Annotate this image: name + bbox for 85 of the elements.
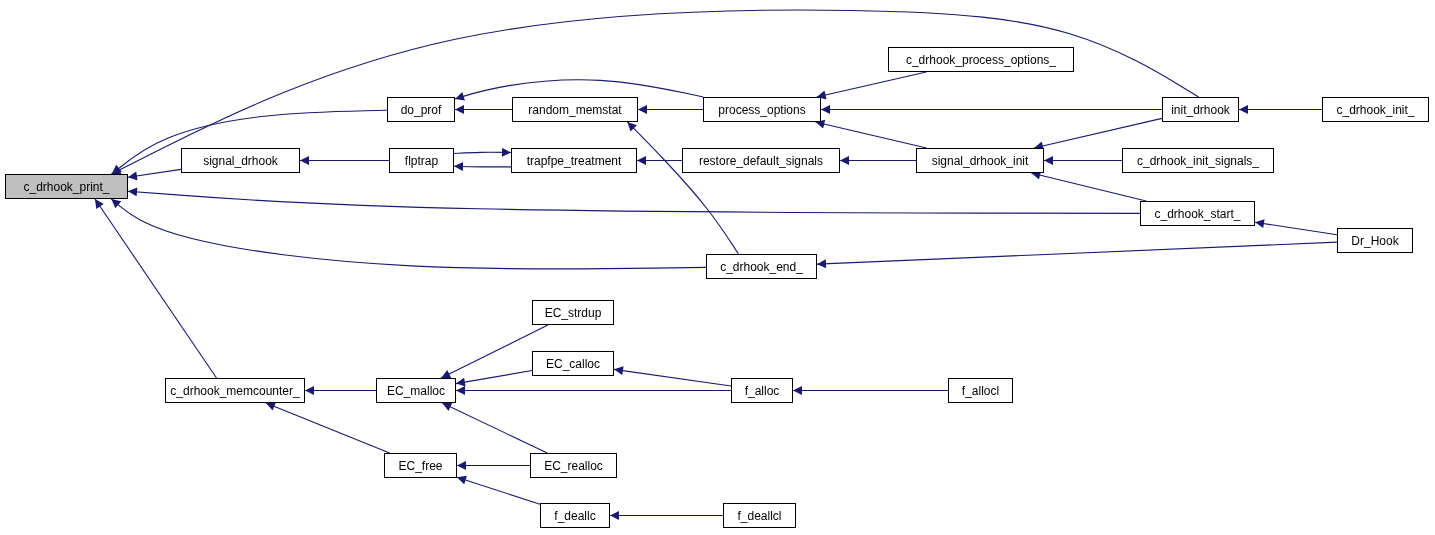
function-box <box>888 47 1074 72</box>
arrow <box>299 156 390 165</box>
function-box <box>532 351 614 376</box>
function-box <box>1122 148 1274 173</box>
function-name: c_drhook_init_ <box>1336 102 1415 117</box>
function-name: EC_realloc <box>544 458 603 473</box>
function-box <box>723 503 796 528</box>
function-name: EC_malloc <box>387 383 445 398</box>
arrow <box>127 168 182 181</box>
function-name: EC_strdup <box>544 305 602 320</box>
function-box <box>1140 201 1255 226</box>
function-name: c_drhook_print_ <box>23 179 110 194</box>
arrow <box>111 109 388 175</box>
function-name: Dr_Hook <box>1351 233 1399 248</box>
arrow <box>455 370 533 387</box>
function-name: EC_calloc <box>546 356 600 371</box>
function-name: trapfpe_treatment <box>526 153 622 168</box>
arrow <box>636 156 683 165</box>
function-box <box>5 174 128 199</box>
function-name: c_drhook_start_ <box>1154 206 1241 221</box>
arrow <box>110 9 1200 175</box>
arrow <box>814 119 928 149</box>
arrow <box>304 386 377 395</box>
arrow <box>626 121 739 255</box>
arrow <box>820 105 1163 114</box>
function-name: random_memstat <box>528 102 622 117</box>
arrow <box>440 324 549 379</box>
function-box <box>165 378 305 403</box>
function-name: signal_drhook_init <box>931 153 1029 168</box>
function-box <box>682 148 840 173</box>
function-box <box>916 148 1044 173</box>
function-box <box>731 378 793 403</box>
arrow <box>265 402 391 454</box>
function-name: f_deallc <box>554 508 596 523</box>
function-name: restore_default_signals <box>698 153 824 168</box>
function-name: init_drhook <box>1171 102 1230 117</box>
arrow <box>839 156 917 165</box>
arrow <box>816 241 1338 269</box>
function-box <box>384 453 457 478</box>
arrow <box>637 105 704 114</box>
function-box <box>706 254 817 279</box>
function-box <box>948 378 1013 403</box>
function-box <box>512 97 638 122</box>
function-name: c_drhook_init_signals_ <box>1136 153 1260 168</box>
arrow <box>454 79 704 101</box>
function-box <box>703 97 821 122</box>
arrow <box>609 511 724 520</box>
arrow <box>792 386 949 395</box>
arrow <box>441 402 548 454</box>
function-box <box>1337 228 1413 253</box>
function-name: f_deallcl <box>737 508 782 523</box>
function-box <box>387 97 455 122</box>
function-name: EC_free <box>398 458 443 473</box>
arrow <box>456 475 541 505</box>
function-box <box>532 300 614 325</box>
function-box <box>181 148 300 173</box>
arrow <box>1238 105 1323 114</box>
arrow <box>127 187 1141 214</box>
function-name: f_allocl <box>961 383 1000 398</box>
function-name: c_drhook_end_ <box>720 259 803 274</box>
arrow <box>94 198 218 379</box>
function-box <box>511 148 637 173</box>
function-name: do_prof <box>400 102 442 117</box>
function-name: process_options <box>718 102 806 117</box>
arrow <box>453 162 512 172</box>
arrow <box>453 147 512 157</box>
function-box <box>540 503 610 528</box>
function-name: c_drhook_memcounter_ <box>170 383 300 398</box>
function-box <box>389 148 454 173</box>
function-box <box>376 378 456 403</box>
function-name: flptrap <box>404 153 439 168</box>
function-name: signal_drhook <box>203 153 278 168</box>
arrow <box>456 461 531 470</box>
function-name: f_alloc <box>744 383 780 398</box>
arrow <box>1043 156 1123 165</box>
function-box <box>1162 97 1239 122</box>
arrow <box>1254 219 1338 236</box>
arrow <box>816 71 927 100</box>
arrow <box>613 366 732 387</box>
function-box <box>1322 97 1429 122</box>
arrow <box>110 198 707 270</box>
function-name: c_drhook_process_options_ <box>905 52 1057 67</box>
function-box <box>530 453 617 478</box>
arrow <box>455 386 732 395</box>
arrow <box>454 105 513 114</box>
